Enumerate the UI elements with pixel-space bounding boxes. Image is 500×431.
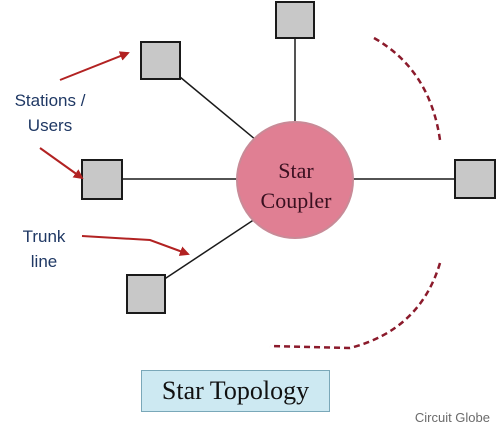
annotation-arrows — [39, 51, 190, 256]
station-top — [275, 1, 315, 39]
station-right — [454, 159, 496, 199]
watermark: Circuit Globe — [414, 410, 490, 425]
stations-users-label-line2: Users — [27, 116, 73, 135]
arrow-to-left-station — [39, 147, 84, 180]
trunk-line-lower-left — [159, 216, 259, 283]
dashed-arc-upper — [373, 36, 442, 141]
arrow-to-trunk-line — [81, 235, 190, 256]
diagram-title: Star Topology — [141, 370, 330, 412]
trunk-lines — [122, 38, 455, 283]
arrow-to-upper-left-station — [59, 51, 130, 81]
trunk-line-upper-left — [173, 71, 257, 141]
stations-users-label: Stations / Users — [2, 88, 98, 138]
station-upper-left — [140, 41, 181, 80]
station-left — [81, 159, 123, 200]
trunk-line-label-line2: line — [30, 252, 58, 271]
star-coupler-label-line1: Star — [278, 158, 314, 183]
stations-users-label-line1: Stations / — [14, 91, 86, 110]
dashed-arcs — [269, 36, 442, 350]
trunk-line-label: Trunk line — [12, 224, 76, 274]
star-coupler-label: Star Coupler — [238, 146, 354, 226]
station-lower-left — [126, 274, 166, 314]
star-coupler-label-line2: Coupler — [260, 188, 332, 213]
trunk-line-label-line1: Trunk — [22, 227, 66, 246]
stations — [81, 1, 496, 314]
dashed-arc-lower — [269, 262, 442, 350]
star-coupler — [236, 121, 354, 239]
